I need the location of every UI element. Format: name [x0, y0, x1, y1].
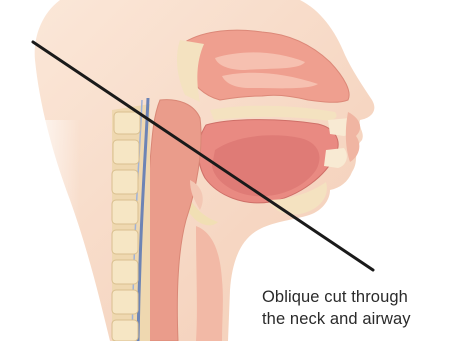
neck-fade — [20, 120, 80, 341]
vertebra-c2 — [113, 140, 139, 164]
caption-line-2: the neck and airway — [262, 308, 467, 330]
vertebra-c4 — [112, 200, 138, 224]
vertebra-t1 — [112, 320, 138, 341]
vertebra-c1 — [114, 112, 140, 134]
vertebra-c6 — [112, 260, 138, 284]
vertebra-c5 — [112, 230, 138, 254]
vertebra-c3 — [112, 170, 138, 194]
figure-caption: Oblique cut through the neck and airway — [262, 286, 467, 330]
caption-line-1: Oblique cut through — [262, 286, 467, 308]
vertebra-c7 — [112, 290, 138, 314]
